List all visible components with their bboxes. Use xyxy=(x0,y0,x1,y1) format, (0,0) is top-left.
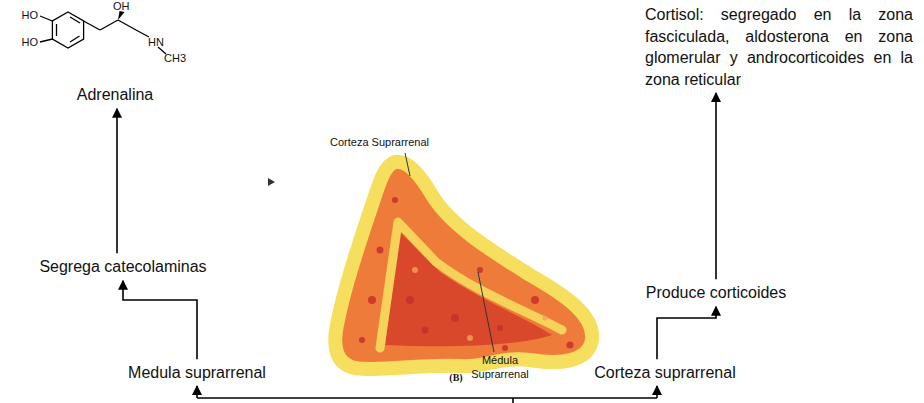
atom-label: HO xyxy=(22,36,39,50)
text-node: Corteza suprarrenal xyxy=(590,360,739,386)
adrenal-gland xyxy=(335,162,592,369)
text-node: Medula suprarrenal xyxy=(124,360,270,386)
flow-arrow xyxy=(657,307,716,360)
flow-arrow xyxy=(715,93,717,279)
node-text: Adrenalina xyxy=(77,84,154,106)
text-node: Segrega catecolaminas xyxy=(35,254,210,280)
node-text: Cortisol: segregado en la zona fascicula… xyxy=(645,4,913,90)
wedge-bond xyxy=(118,11,125,20)
text-node: Cortisol: segregado en la zona fascicula… xyxy=(641,2,917,92)
leader-line xyxy=(405,153,410,176)
part-label: Médula Suprarrenal xyxy=(464,354,536,382)
text-node: Produce corticoides xyxy=(642,280,791,306)
node-text: Corteza suprarrenal xyxy=(594,362,735,384)
atom-label: HO xyxy=(22,9,39,23)
node-text: Segrega catecolaminas xyxy=(39,256,206,278)
adrenaline-structure xyxy=(40,12,166,54)
pointer-mark xyxy=(268,178,275,186)
figure-letter: (B) xyxy=(449,372,462,385)
atom-label: OH xyxy=(113,0,130,14)
leader-line xyxy=(478,272,494,352)
flow-arrow xyxy=(116,109,118,254)
flow-arrow xyxy=(123,281,197,360)
part-label: Corteza Suprarrenal xyxy=(330,136,429,150)
atom-label: CH3 xyxy=(164,52,186,66)
text-node: Adrenalina xyxy=(73,82,158,108)
node-text: Medula suprarrenal xyxy=(128,362,266,384)
node-text: Produce corticoides xyxy=(646,282,787,304)
atom-label: HN xyxy=(148,36,164,50)
bracket-arrow xyxy=(197,386,657,403)
